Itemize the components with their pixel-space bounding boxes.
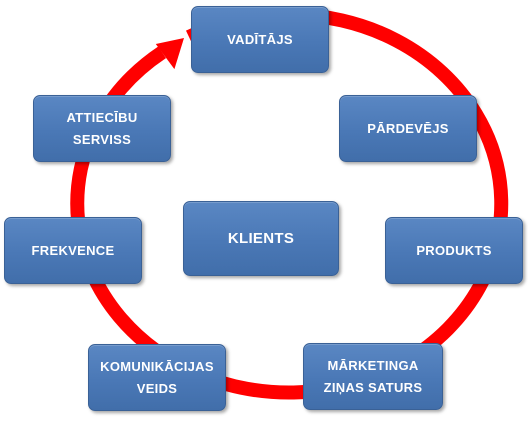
node-komunikacijas-line-1: KOMUNIKĀCIJAS — [100, 358, 214, 374]
node-center-klients: KLIENTS — [183, 201, 339, 276]
node-pardevejs-line-1: PĀRDEVĒJS — [367, 120, 449, 136]
node-vaditajs-line-1: VADĪTĀJS — [227, 31, 293, 47]
node-frekvence-line-1: FREKVENCE — [31, 242, 115, 258]
node-produkts: PRODUKTS — [385, 217, 523, 284]
node-frekvence: FREKVENCE — [4, 217, 142, 284]
center-label: KLIENTS — [227, 229, 295, 247]
node-marketinga: MĀRKETINGA ZIŅAS SATURS — [303, 343, 443, 410]
node-marketinga-line-1: MĀRKETINGA — [327, 357, 419, 373]
node-attiecibu-line-1: ATTIECĪBU — [66, 109, 138, 125]
cycle-arrowhead — [155, 38, 184, 70]
node-attiecibu-line-2: SERVISS — [72, 131, 132, 147]
node-marketinga-line-2: ZIŅAS SATURS — [323, 379, 423, 395]
node-pardevejs: PĀRDEVĒJS — [339, 95, 477, 162]
node-komunikacijas: KOMUNIKĀCIJAS VEIDS — [88, 344, 226, 411]
node-vaditajs: VADĪTĀJS — [191, 6, 329, 73]
node-attiecibu: ATTIECĪBU SERVISS — [33, 95, 171, 162]
node-komunikacijas-line-2: VEIDS — [136, 380, 178, 396]
node-produkts-line-1: PRODUKTS — [416, 242, 492, 258]
